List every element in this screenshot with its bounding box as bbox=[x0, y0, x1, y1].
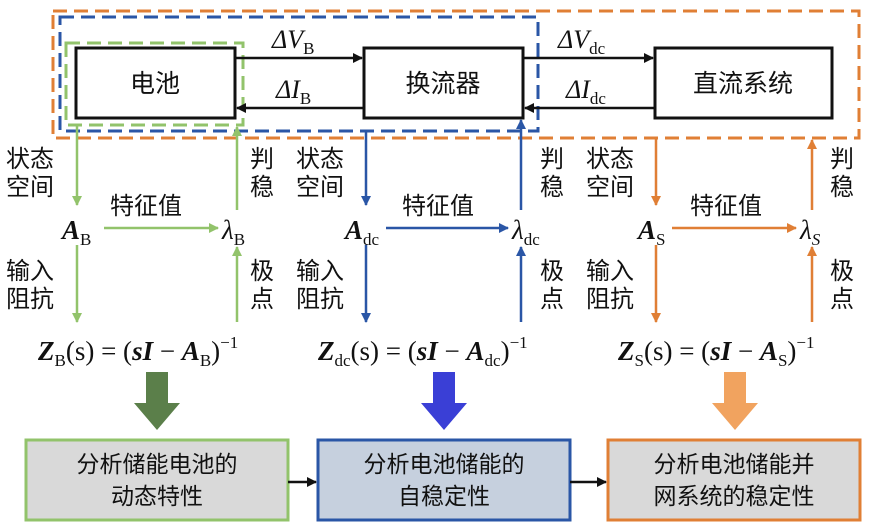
col1-poles-label-2: 点 bbox=[250, 285, 274, 313]
col2-formula: Zdc(s) = (sI − Adc)−1 bbox=[317, 333, 528, 370]
col3-stab-label-2: 稳 bbox=[830, 173, 854, 201]
col3-poles-label-1: 极 bbox=[830, 257, 854, 285]
battery-group-outline bbox=[64, 41, 245, 127]
col2-input-label-2: 阻抗 bbox=[296, 285, 344, 313]
col2-eigen-label: 特征值 bbox=[402, 192, 474, 220]
col2-stab-label-1: 判 bbox=[540, 145, 564, 173]
col1-lambda: λB bbox=[221, 215, 245, 249]
bottom-box-grid-stability bbox=[606, 438, 862, 522]
col2-state-label-1: 状态 bbox=[296, 145, 344, 173]
col3-eigen-label: 特征值 bbox=[690, 192, 762, 220]
col3-A-matrix: AS bbox=[636, 215, 665, 249]
col2-poles-label-1: 极 bbox=[540, 257, 564, 285]
col2-state-label-2: 空间 bbox=[296, 173, 344, 201]
col1-stab-label-1: 判 bbox=[250, 145, 274, 173]
dI-dc-label: ΔIdc bbox=[565, 75, 606, 108]
col2-stab-label-2: 稳 bbox=[540, 173, 564, 201]
converter-group-outline bbox=[58, 15, 540, 133]
bottom-box-3-line1: 分析电池储能并 bbox=[654, 452, 815, 478]
bottom-box-1-line2: 动态特性 bbox=[111, 484, 203, 510]
col3-formula: ZS(s) = (sI − AS)−1 bbox=[617, 333, 815, 370]
system-group-outline bbox=[51, 9, 861, 140]
col2-A-matrix: Adc bbox=[343, 215, 380, 249]
col1-big-down-arrow bbox=[134, 372, 180, 430]
col2-big-down-arrow bbox=[421, 372, 467, 430]
col1-state-label-1: 状态 bbox=[6, 145, 54, 173]
col3-state-label-1: 状态 bbox=[586, 145, 634, 173]
dI-B-label: ΔIB bbox=[275, 75, 311, 108]
dV-dc-label: ΔVdc bbox=[557, 25, 606, 58]
bottom-box-self-stability bbox=[316, 438, 572, 522]
col3-input-label-2: 阻抗 bbox=[586, 285, 634, 313]
col3-stab-label-1: 判 bbox=[830, 145, 854, 173]
col3-lambda: λS bbox=[799, 215, 821, 249]
col1-stab-label-2: 稳 bbox=[250, 173, 274, 201]
col2-input-label-1: 输入 bbox=[296, 257, 344, 285]
col1-poles-label-1: 极 bbox=[250, 257, 274, 285]
col3-input-label-1: 输入 bbox=[586, 257, 634, 285]
dc-system-block bbox=[653, 46, 834, 120]
bottom-box-1-line1: 分析储能电池的 bbox=[77, 452, 238, 478]
col3-state-label-2: 空间 bbox=[586, 173, 634, 201]
col1-state-label-2: 空间 bbox=[6, 173, 54, 201]
col1-input-label-2: 阻抗 bbox=[6, 285, 54, 313]
col1-A-matrix: AB bbox=[60, 215, 91, 249]
col3-poles-label-2: 点 bbox=[830, 285, 854, 313]
col2-lambda: λdc bbox=[511, 215, 540, 249]
battery-block-label: 电池 bbox=[130, 69, 180, 98]
battery-block bbox=[74, 46, 237, 120]
col1-input-label-1: 输入 bbox=[6, 257, 54, 285]
col2-poles-label-2: 点 bbox=[540, 285, 564, 313]
dV-B-label: ΔVB bbox=[271, 25, 315, 58]
col1-formula: ZB(s) = (sI − AB)−1 bbox=[37, 333, 238, 370]
bottom-box-2-line2: 自稳定性 bbox=[398, 484, 490, 510]
bottom-box-battery-dynamics bbox=[24, 438, 290, 522]
converter-block bbox=[362, 46, 525, 120]
converter-block-label: 换流器 bbox=[405, 69, 480, 98]
col3-big-down-arrow bbox=[712, 372, 758, 430]
col1-eigen-label: 特征值 bbox=[110, 192, 182, 220]
bottom-box-2-line1: 分析电池储能的 bbox=[364, 452, 525, 478]
bottom-box-3-line2: 网系统的稳定性 bbox=[654, 484, 815, 510]
dc-system-block-label: 直流系统 bbox=[693, 69, 793, 98]
